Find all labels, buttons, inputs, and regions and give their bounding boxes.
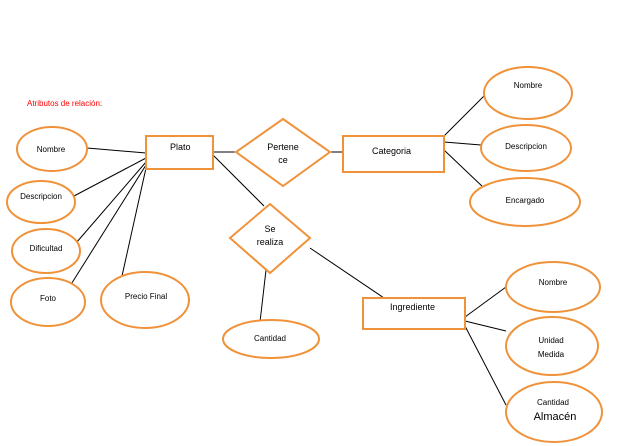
attribute-plato-dificultad-label: Dificultad [30,244,63,253]
attribute-plato-nombre-label: Nombre [37,145,66,154]
relationship-pertenece-line1: Pertene [267,142,299,152]
attribute-se-realiza-cantidad: Cantidad [222,319,320,359]
attribute-categoria-nombre: Nombre [483,66,573,120]
attribute-plato-dificultad: Dificultad [11,228,81,274]
attribute-plato-descripcion: Descripcion [6,180,76,224]
attribute-ingrediente-nombre: Nombre [505,261,601,313]
entity-plato: Plato [145,135,214,170]
attribute-ingrediente-cantidad-almacen: Cantidad Almacén [505,381,603,443]
entity-ingrediente-label: Ingrediente [390,302,435,312]
attribute-categoria-nombre-label: Nombre [514,81,543,90]
attribute-plato-descripcion-label: Descripcion [20,192,62,201]
relationship-se-realiza: Se realiza [228,202,312,275]
attribute-categoria-encargado-label: Encargado [506,196,545,205]
relationship-pertenece-line2: ce [278,155,288,165]
attribute-ingrediente-unidad-medida-line2: Medida [538,350,565,359]
relationship-pertenece: Pertene ce [234,117,332,188]
attribute-plato-precio-final: Precio Final [100,271,190,329]
attribute-plato-precio-final-label: Precio Final [125,292,167,301]
attribute-plato-foto: Foto [10,277,86,327]
entity-plato-label: Plato [170,142,191,152]
connector-lines [69,95,507,406]
attribute-plato-foto-label: Foto [40,294,57,303]
attribute-categoria-descripcion: Descripcion [480,124,572,172]
entity-ingrediente: Ingrediente [362,297,466,330]
attribute-plato-nombre: Nombre [16,126,88,172]
attribute-ingrediente-cantidad-almacen-line2: Almacén [534,411,577,423]
attribute-categoria-descripcion-label: Descripcion [505,142,547,151]
attribute-se-realiza-cantidad-label: Cantidad [254,334,286,343]
entity-categoria-label: Categoria [372,146,411,156]
attribute-ingrediente-nombre-label: Nombre [539,278,568,287]
attribute-ingrediente-unidad-medida: Unidad Medida [505,316,599,376]
relationship-se-realiza-line2: realiza [257,237,284,247]
relation-attributes-note: Atributos de relación: [27,99,102,108]
attribute-ingrediente-cantidad-almacen-line1: Cantidad [537,398,569,407]
attribute-categoria-encargado: Encargado [469,177,581,227]
entity-categoria: Categoria [342,135,445,173]
attribute-ingrediente-unidad-medida-line1: Unidad [538,336,563,345]
relationship-se-realiza-line1: Se [264,224,275,234]
